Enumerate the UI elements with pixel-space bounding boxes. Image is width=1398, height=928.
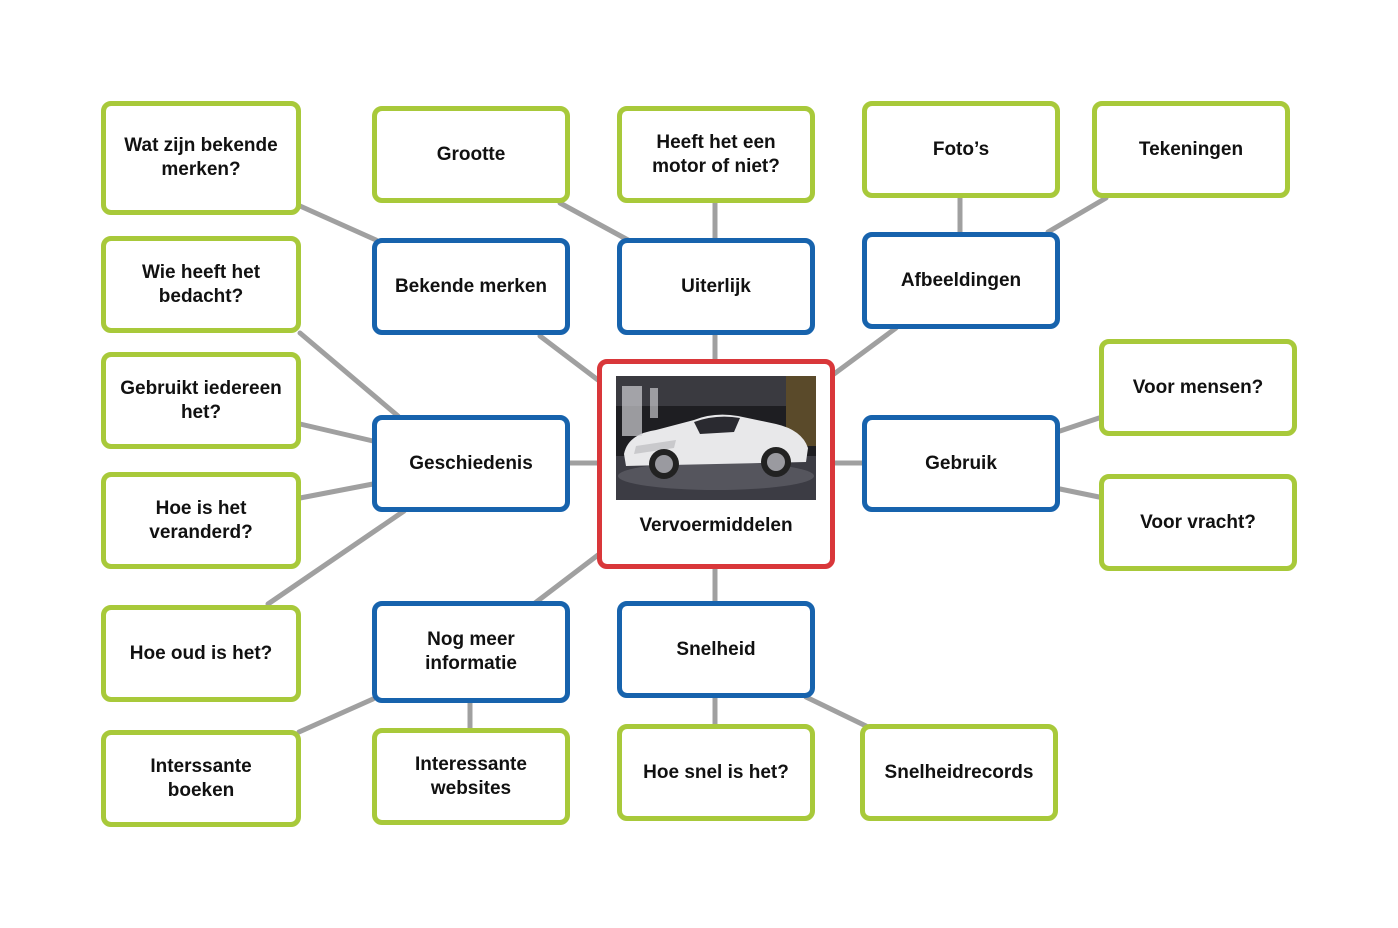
connector-bedacht xyxy=(297,330,401,419)
node-hoe-oud-is-het: Hoe oud is het? xyxy=(101,605,301,702)
connector-records xyxy=(803,694,869,729)
connector-vracht xyxy=(1057,486,1102,500)
connector-tekeningen xyxy=(1045,195,1109,235)
node-gebruikt-iedereen-het: Gebruikt iedereen het? xyxy=(101,352,301,449)
connector-merken xyxy=(297,203,379,243)
node-snelheid: Snelheid xyxy=(617,601,815,698)
node-snelheidrecords: Snelheidrecords xyxy=(860,724,1058,821)
node-voor-mensen: Voor mensen? xyxy=(1099,339,1297,436)
connector-center-afbeeldingen xyxy=(831,325,899,377)
node-fotos: Foto’s xyxy=(862,101,1060,198)
node-heeft-het-een-motor: Heeft het een motor of niet? xyxy=(617,106,815,203)
node-tekeningen: Tekeningen xyxy=(1092,101,1290,198)
node-center-vervoermiddelen: Vervoermiddelen xyxy=(597,359,835,569)
node-bekende-merken: Bekende merken xyxy=(372,238,570,335)
node-voor-vracht: Voor vracht? xyxy=(1099,474,1297,571)
connector-grootte xyxy=(557,200,631,243)
node-geschiedenis: Geschiedenis xyxy=(372,415,570,512)
center-label: Vervoermiddelen xyxy=(639,515,793,536)
node-wat-zijn-bekende-merken: Wat zijn bekende merken? xyxy=(101,101,301,215)
connector-veranderd xyxy=(297,481,376,501)
node-gebruik: Gebruik xyxy=(862,415,1060,512)
connector-center-meer-info xyxy=(532,552,601,606)
connector-mensen xyxy=(1057,415,1102,434)
node-wie-heeft-het-bedacht: Wie heeft het bedacht? xyxy=(101,236,301,333)
connector-boeken xyxy=(296,696,376,735)
car-photo xyxy=(616,376,816,500)
node-hoe-is-het-veranderd: Hoe is het veranderd? xyxy=(101,472,301,569)
node-interssante-boeken: Interssante boeken xyxy=(101,730,301,827)
node-hoe-snel-is-het: Hoe snel is het? xyxy=(617,724,815,821)
connector-center-bekende-merken xyxy=(537,333,601,383)
node-grootte: Grootte xyxy=(372,106,570,203)
node-interessante-websites: Interessante websites xyxy=(372,728,570,825)
connector-iedereen xyxy=(297,421,376,444)
connector-oud xyxy=(265,508,407,607)
node-afbeeldingen: Afbeeldingen xyxy=(862,232,1060,329)
node-uiterlijk: Uiterlijk xyxy=(617,238,815,335)
node-nog-meer-informatie: Nog meer informatie xyxy=(372,601,570,703)
